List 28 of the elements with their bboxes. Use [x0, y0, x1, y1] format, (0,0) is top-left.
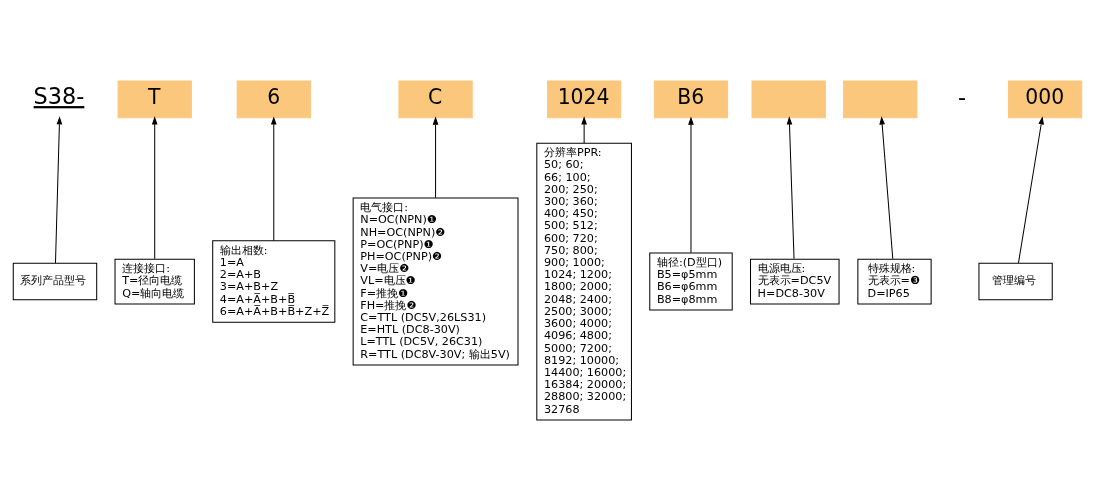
arrow: [786, 115, 795, 259]
node-box: 电气接口: N=OC(NPN)❶ NH=OC(NPN)❷ P=OC(PNP)❶ PH=OC(PNP)❷ V=电压❷ VL=电压❶ F=推挽❶ FH=推挽❷ C=TTL (DC5V,26LS31) E=HTL (DC8-30V) L=TTL (DC5V, 26C31) R=TTL (DC8V-30V; 输出5V): [352, 197, 519, 365]
node-box: 连接接口: T=径向电缆 Q=轴向电缆: [114, 258, 195, 304]
node-box: 系列产品型号: [12, 262, 98, 300]
arrow: [432, 116, 439, 198]
arrow: [151, 115, 158, 259]
arrow: [1017, 115, 1044, 263]
node-box: 电源电压: 无表示=DC5V H=DC8-30V: [750, 258, 840, 304]
arrow: [688, 116, 694, 253]
node-box: 000: [1007, 80, 1083, 118]
node-box: 管理编号: [978, 262, 1053, 300]
node-box: T: [117, 80, 192, 118]
node-box: C: [398, 80, 473, 118]
node-box: 特殊规格: 无表示=❸ D=IP65: [857, 258, 932, 304]
node-box: 轴径:(D型口) B5=φ5mm B6=φ6mm B8=φ8mm: [649, 252, 733, 311]
node-box: 1024: [547, 80, 622, 118]
node-box: B6: [653, 80, 729, 118]
node-box: [843, 80, 918, 118]
label: -: [958, 83, 967, 110]
node-box: [751, 80, 826, 118]
arrow: [54, 115, 63, 263]
arrow: [581, 115, 587, 144]
node-text: S38-: [33, 82, 85, 109]
node-box: 6: [236, 80, 311, 118]
arrow: [270, 115, 277, 241]
arrow: [879, 115, 894, 259]
node-box: 分辨率PPR: 50; 60; 66; 100; 200; 250; 300; 360; 400; 450; 500; 512; 600; 720; 750; 800; 900; 1000; 1024; 1200; 1800; 2000; 2048; 2400; 2500; 3000; 3600; 4000; 4096; 4800; 5000; 7200; 8192; 10000; 14400; 16000; 16384; 20000; 28800; 32000; 32768: [536, 142, 632, 420]
node-box: 输出相数: 1=A 2=A+B 3=A+B+Z 4=A+A̅+B+B̅ 6=A+A̅+B+B̅+Z+Z̅: [212, 239, 336, 323]
